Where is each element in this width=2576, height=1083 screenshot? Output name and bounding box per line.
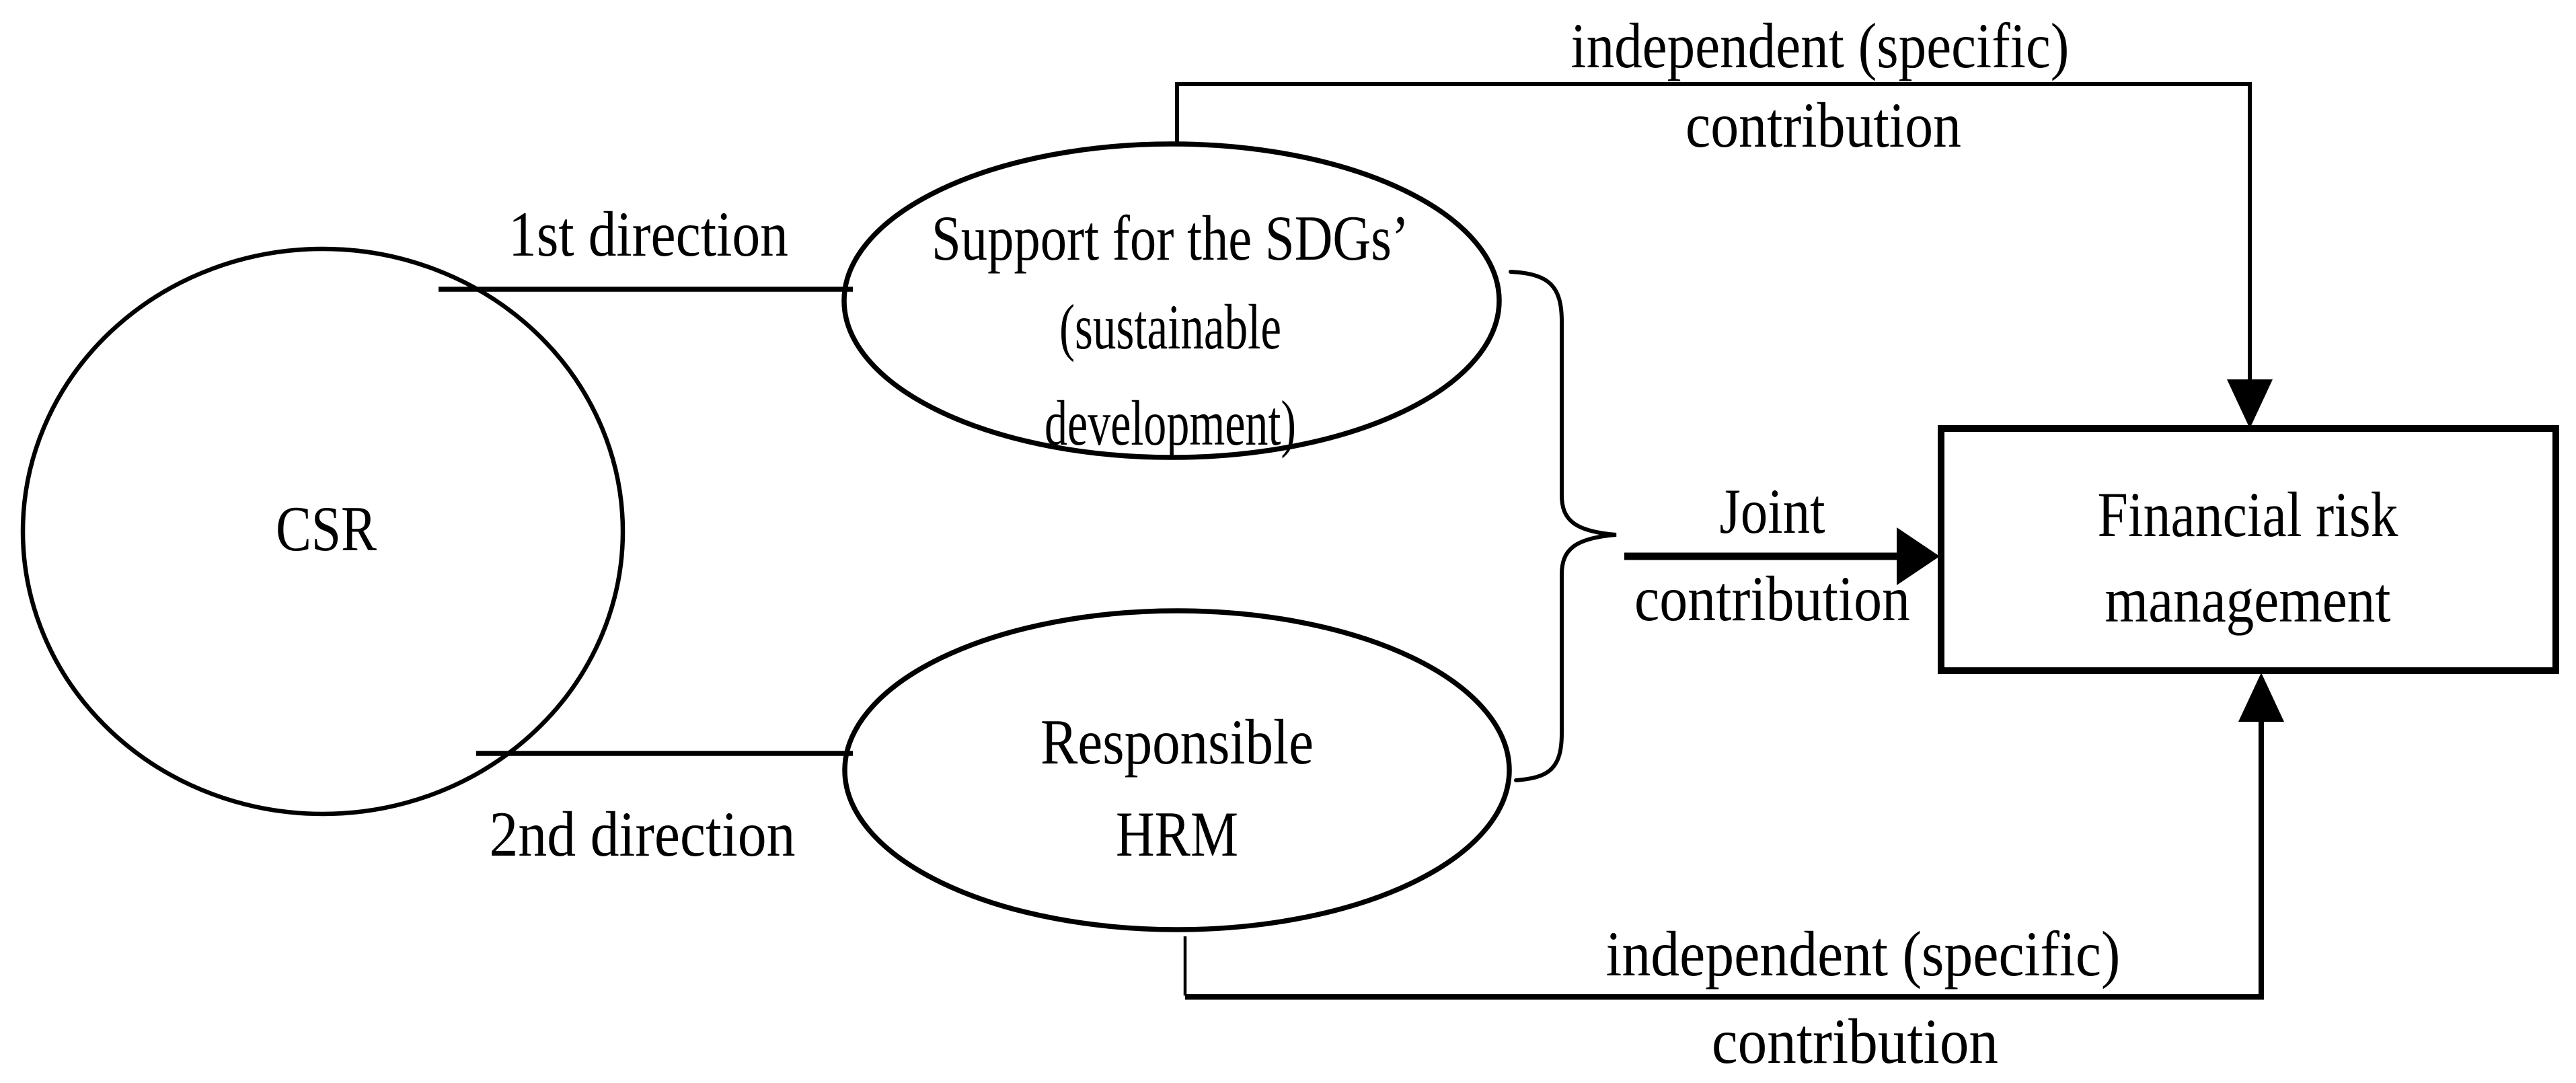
sdg-node-label-line1: Support for the SDGs’: [932, 202, 1409, 274]
sdg-node: [841, 141, 1502, 460]
arrowhead-down-icon: [2227, 379, 2273, 428]
bottom-independent-contribution-label-line1: independent (specific): [1606, 918, 2121, 989]
frm-node-label-line2: management: [2105, 564, 2391, 636]
hrm-node-label-line2: HRM: [1116, 798, 1238, 870]
joint-contribution-label-line2: contribution: [1634, 563, 1910, 634]
edge-sdg-to-frm: [1175, 82, 2252, 385]
arrowhead-right-icon: [1897, 527, 1940, 585]
curly-brace: [1509, 270, 1617, 782]
frm-node: [1938, 425, 2559, 674]
arrowhead-up-icon: [2238, 673, 2284, 722]
sdg-node-label-line3: development): [1045, 387, 1296, 459]
hrm-node-label-line1: Responsible: [1040, 706, 1314, 778]
joint-contribution-label-line1: Joint: [1720, 476, 1825, 547]
second-direction-label: 2nd direction: [490, 798, 796, 870]
sdg-node-label-line2: (sustainable: [1059, 291, 1281, 363]
top-independent-contribution-label-line2: contribution: [1685, 89, 1961, 161]
csr-node-label: CSR: [276, 493, 377, 564]
edge-hrm-to-frm: [1185, 717, 2264, 1000]
frm-node-label-line1: Financial risk: [2098, 479, 2398, 550]
hrm-node: [842, 608, 1512, 932]
csr-node: [20, 246, 626, 817]
bottom-independent-contribution-label-line2: contribution: [1712, 1006, 1998, 1077]
top-independent-contribution-label-line1: independent (specific): [1571, 10, 2070, 81]
first-direction-label: 1st direction: [508, 198, 788, 270]
